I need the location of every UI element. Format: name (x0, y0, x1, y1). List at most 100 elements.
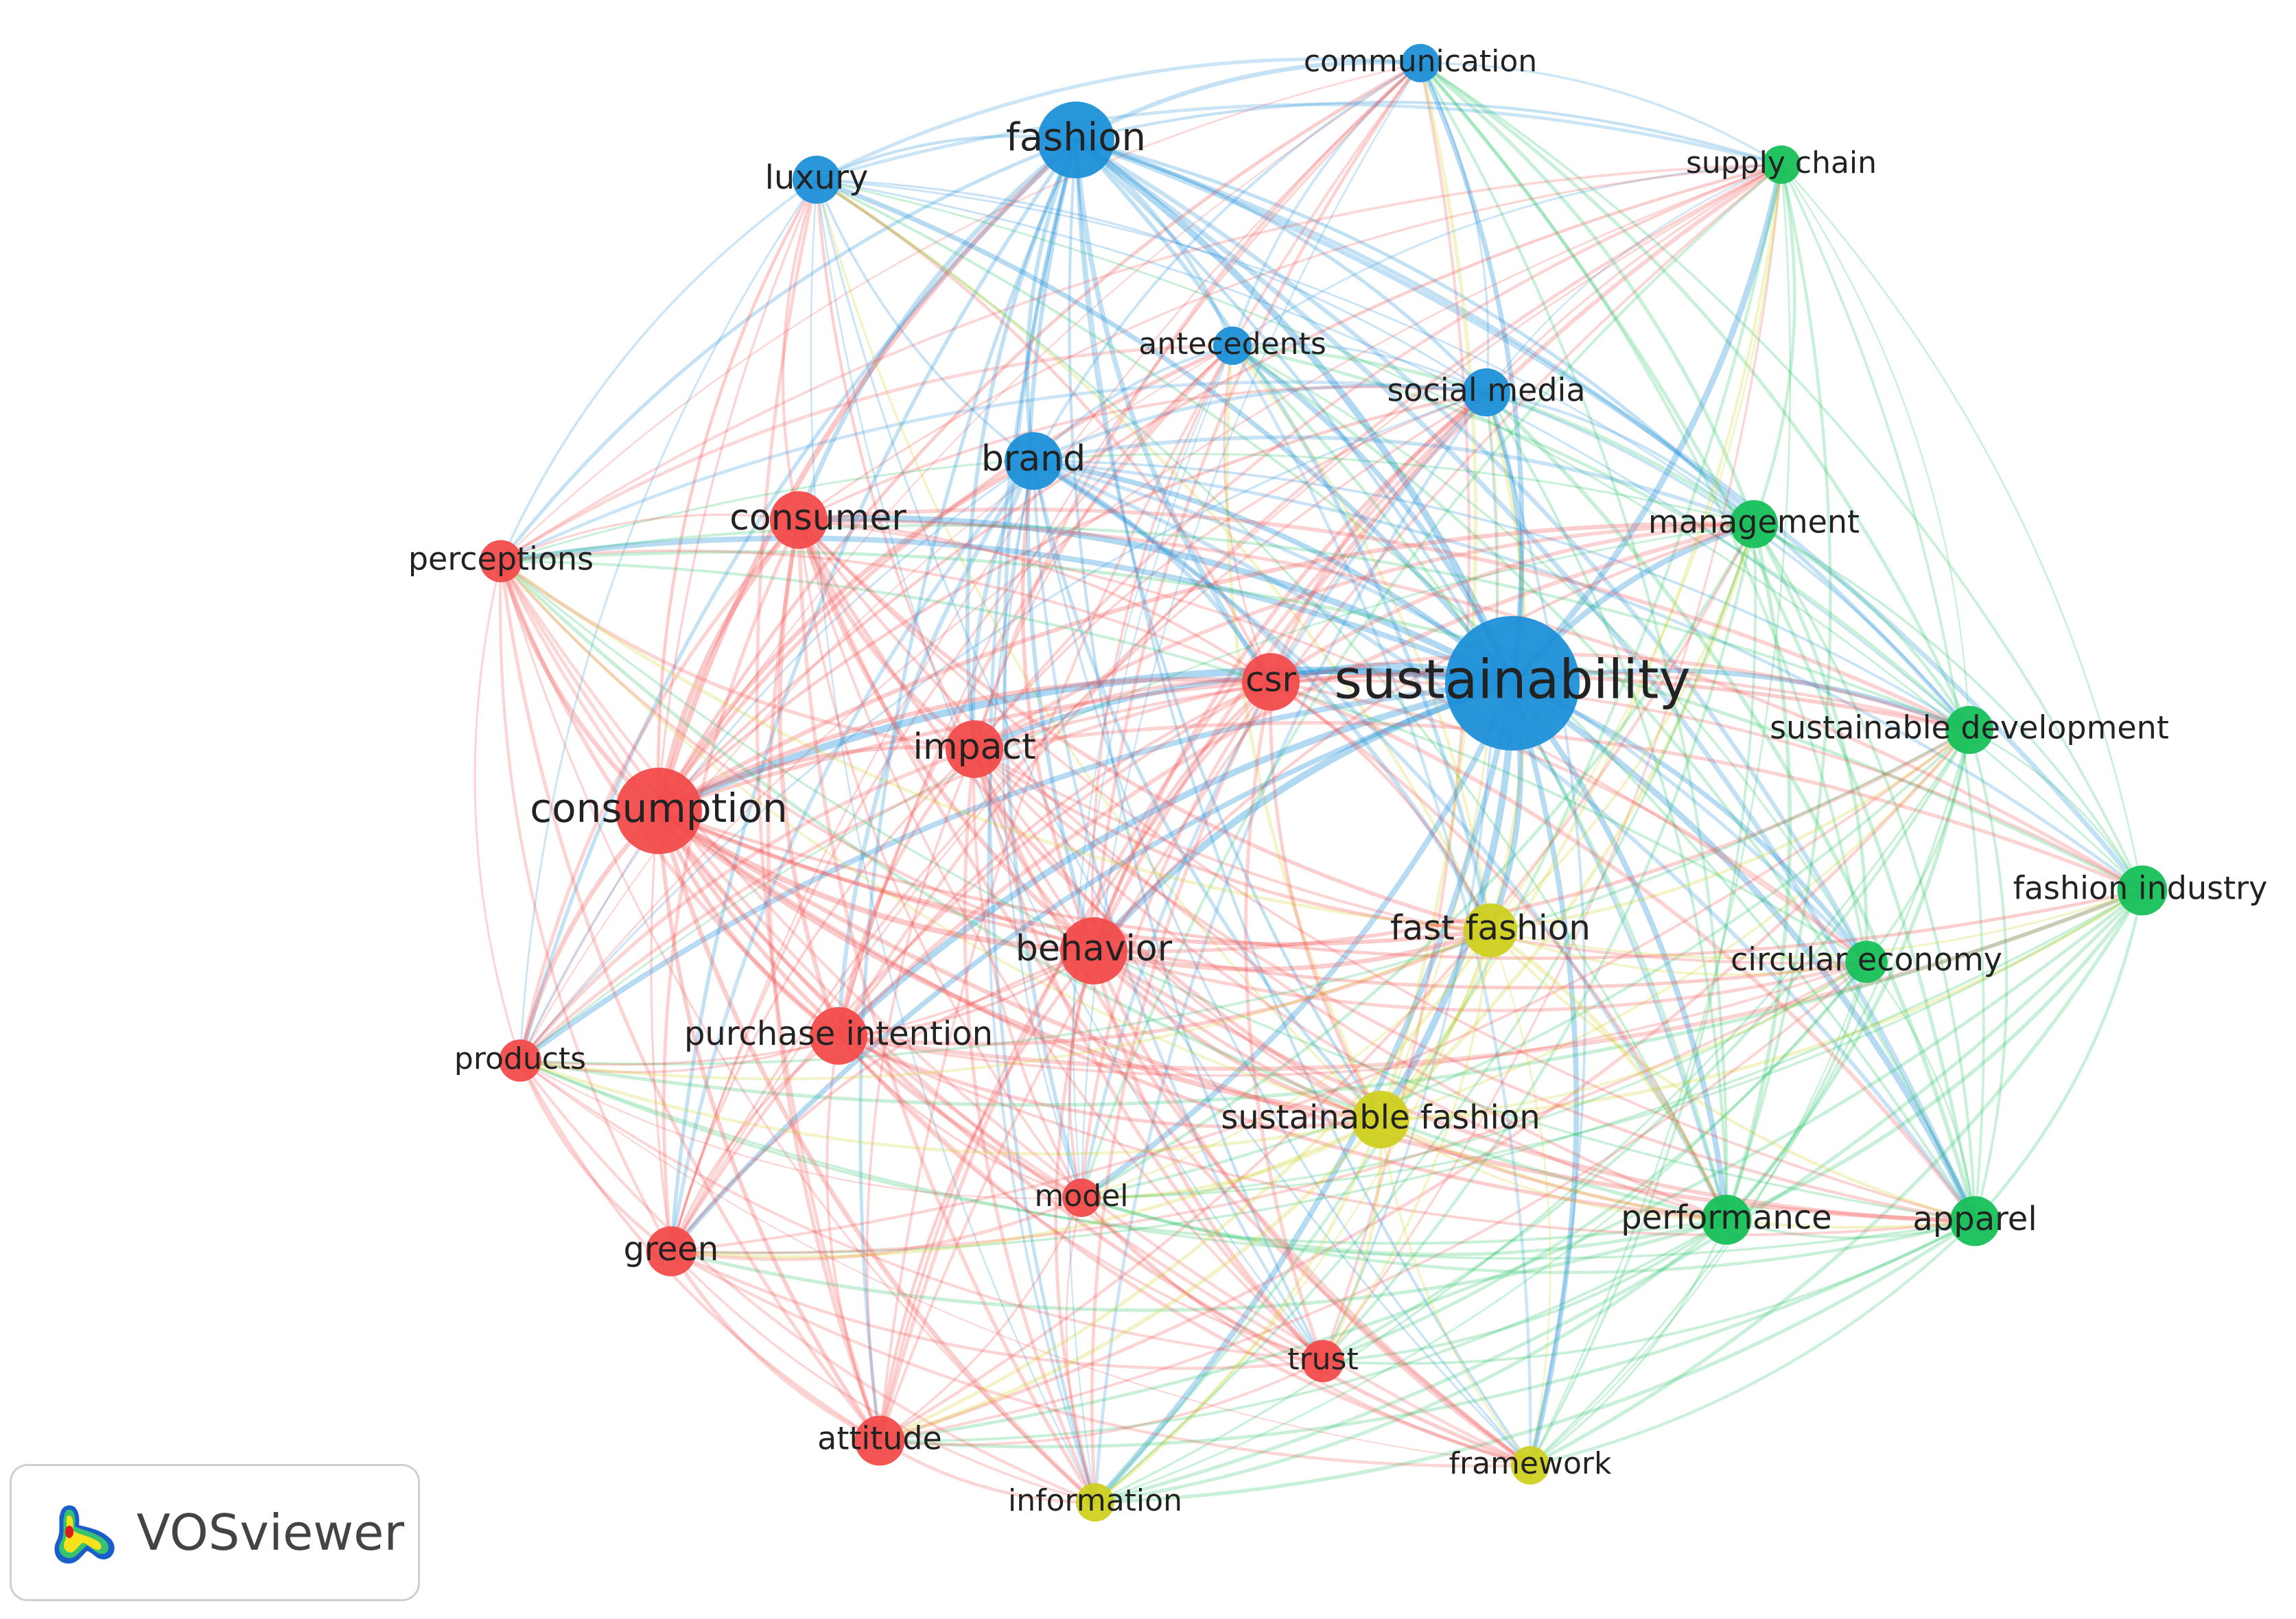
label-trust[interactable]: trust (1287, 1342, 1358, 1377)
link-supply-chain-sustainable-development (1780, 163, 1971, 731)
link-behavior-green (669, 949, 1096, 1253)
label-framework[interactable]: framework (1449, 1446, 1612, 1481)
node-antecedents[interactable] (1213, 327, 1252, 365)
node-consumption[interactable] (616, 768, 702, 854)
label-sustainability[interactable]: sustainability (1334, 649, 1690, 711)
link-consumption-sustainable-fashion (656, 808, 1383, 1122)
link-antecedents-csr (1223, 344, 1272, 683)
node-social-media[interactable] (1462, 368, 1510, 416)
label-sustainable-development[interactable]: sustainable development (1770, 709, 2169, 746)
label-management[interactable]: management (1648, 504, 1860, 541)
link-fashion-fast-fashion (1074, 138, 1492, 932)
link-purchase-intention-products (519, 1035, 840, 1074)
link-csr-behavior (1092, 680, 1273, 953)
label-consumer[interactable]: consumer (729, 497, 906, 539)
node-csr[interactable] (1242, 653, 1300, 711)
node-communication[interactable] (1401, 44, 1440, 82)
node-purchase-intention[interactable] (810, 1007, 867, 1065)
node-sustainable-development[interactable] (1945, 706, 1993, 754)
link-luxury-apparel (815, 178, 1976, 1222)
link-sustainable-development-sustainable-fashion (1379, 729, 1971, 1121)
link-supply-chain-products (519, 163, 1783, 1062)
node-green[interactable] (646, 1226, 696, 1277)
link-brand-sustainable-development (1032, 460, 1971, 731)
node-fashion[interactable] (1038, 102, 1114, 178)
link-supply-chain-purchase-intention (836, 163, 1783, 1038)
label-green[interactable]: green (624, 1230, 719, 1268)
node-apparel[interactable] (1949, 1196, 2000, 1246)
link-social-media-behavior (1092, 390, 1488, 953)
link-sustainable-fashion-framework (1379, 1118, 1532, 1467)
label-communication[interactable]: communication (1304, 44, 1537, 79)
link-purchase-intention-trust (837, 1035, 1324, 1362)
link-management-perceptions (500, 453, 1755, 563)
link-fashion-trust (1068, 138, 1325, 1363)
node-fast-fashion[interactable] (1463, 903, 1518, 958)
node-fashion-industry[interactable] (2117, 865, 2168, 916)
label-fast-fashion[interactable]: fast fashion (1390, 908, 1591, 948)
link-sustainable-fashion-information (1093, 1118, 1383, 1504)
node-circular-economy[interactable] (1845, 941, 1888, 983)
label-social-media[interactable]: social media (1387, 372, 1585, 409)
link-social-media-management (1484, 390, 1756, 526)
node-products[interactable] (499, 1039, 541, 1082)
link-perceptions-green (498, 559, 673, 1253)
link-circular-economy-fast-fashion (1489, 929, 1868, 976)
link-fashion-industry-information (1093, 888, 2144, 1504)
label-information[interactable]: information (1008, 1483, 1182, 1518)
node-attitude[interactable] (854, 1415, 905, 1466)
node-brand[interactable] (1005, 432, 1062, 490)
label-perceptions[interactable]: perceptions (408, 541, 594, 578)
node-performance[interactable] (1701, 1194, 1752, 1245)
link-circular-economy-attitude (878, 960, 1868, 1442)
link-model-attitude (878, 1196, 1083, 1442)
node-sustainable-fashion[interactable] (1352, 1091, 1409, 1148)
link-brand-framework (1032, 460, 1532, 1467)
label-products[interactable]: products (454, 1041, 586, 1076)
label-fashion-industry[interactable]: fashion industry (2013, 870, 2268, 907)
label-supply-chain[interactable]: supply chain (1686, 145, 1877, 180)
link-circular-economy-behavior (1092, 949, 1869, 1013)
link-fashion-products (518, 138, 1078, 1063)
link-performance-fast-fashion (1488, 928, 1729, 1222)
label-impact[interactable]: impact (913, 726, 1036, 768)
label-purchase-intention[interactable]: purchase intention (684, 1015, 993, 1053)
label-apparel[interactable]: apparel (1912, 1200, 2037, 1238)
node-information[interactable] (1076, 1483, 1114, 1522)
node-impact[interactable] (946, 720, 1003, 778)
link-consumer-trust (797, 519, 1324, 1362)
link-fashion-industry-framework (1528, 888, 2144, 1467)
node-framework[interactable] (1511, 1446, 1549, 1485)
node-consumer[interactable] (770, 491, 828, 549)
label-performance[interactable]: performance (1621, 1198, 1831, 1237)
link-products-model (519, 1059, 1083, 1200)
label-luxury[interactable]: luxury (765, 158, 869, 197)
link-luxury-products (519, 178, 818, 1062)
link-luxury-framework (815, 178, 1532, 1467)
label-sustainable-fashion[interactable]: sustainable fashion (1221, 1098, 1540, 1137)
node-luxury[interactable] (793, 156, 841, 204)
link-fashion-impact (965, 138, 1078, 751)
link-communication-social-media (1419, 62, 1490, 394)
label-antecedents[interactable]: antecedents (1138, 327, 1326, 362)
link-brand-behavior (1020, 459, 1096, 953)
label-fashion[interactable]: fashion (1006, 115, 1146, 160)
node-sustainability[interactable] (1445, 616, 1580, 751)
link-supply-chain-behavior (1091, 162, 1784, 954)
label-attitude[interactable]: attitude (817, 1420, 942, 1457)
label-model[interactable]: model (1034, 1179, 1128, 1214)
node-management[interactable] (1730, 500, 1778, 548)
label-brand[interactable]: brand (981, 438, 1086, 480)
link-circular-economy-purchase-intention (837, 960, 1868, 1077)
label-circular-economy[interactable]: circular economy (1731, 941, 2002, 978)
node-supply-chain[interactable] (1762, 145, 1801, 184)
node-trust[interactable] (1302, 1340, 1344, 1382)
link-csr-information (1090, 680, 1273, 1504)
link-fashion-framework (1074, 138, 1532, 1467)
node-perceptions[interactable] (480, 540, 522, 582)
label-behavior[interactable]: behavior (1016, 928, 1173, 969)
label-consumption[interactable]: consumption (530, 785, 788, 831)
label-csr[interactable]: csr (1245, 660, 1297, 700)
node-behavior[interactable] (1060, 917, 1127, 984)
node-model[interactable] (1062, 1179, 1101, 1217)
